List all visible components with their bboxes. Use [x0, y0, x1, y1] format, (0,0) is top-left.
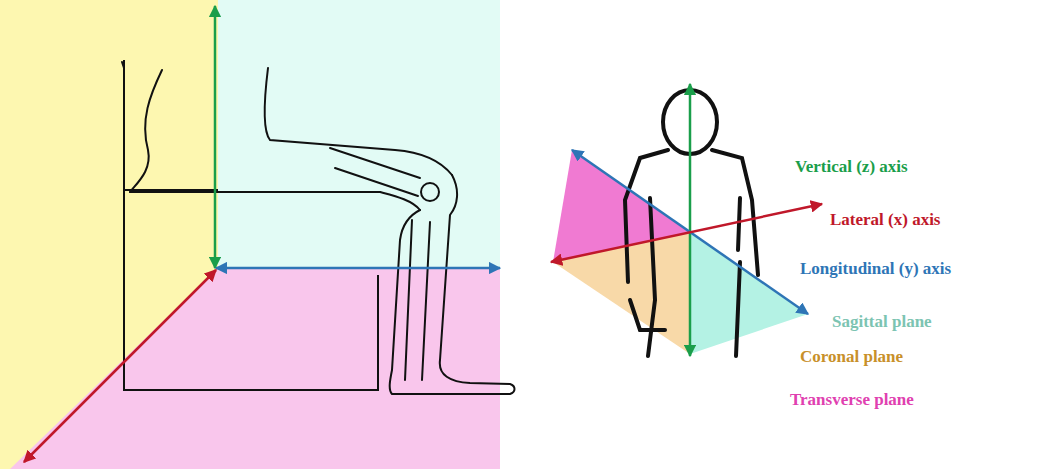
axis-label: Lateral (x) axis — [830, 211, 940, 230]
axis-label: Longitudinal (y) axis — [800, 260, 951, 279]
lateral-axis — [551, 204, 822, 262]
sagittal-plane-triangle — [690, 232, 808, 354]
seated-person — [122, 62, 515, 394]
lateral-axis — [24, 270, 216, 462]
plane-label: Coronal plane — [800, 348, 903, 367]
plane-label: Transverse plane — [790, 391, 914, 410]
sagittal-plane-fill — [218, 0, 500, 268]
vertical-axis — [689, 84, 692, 356]
longitudinal-axis — [216, 267, 500, 270]
axis-label: Vertical (z) axis — [795, 158, 908, 177]
vertical-axis — [214, 6, 217, 268]
plane-label: Sagittal plane — [832, 313, 932, 332]
chair — [124, 60, 378, 390]
coronal-plane-triangle — [553, 232, 690, 354]
